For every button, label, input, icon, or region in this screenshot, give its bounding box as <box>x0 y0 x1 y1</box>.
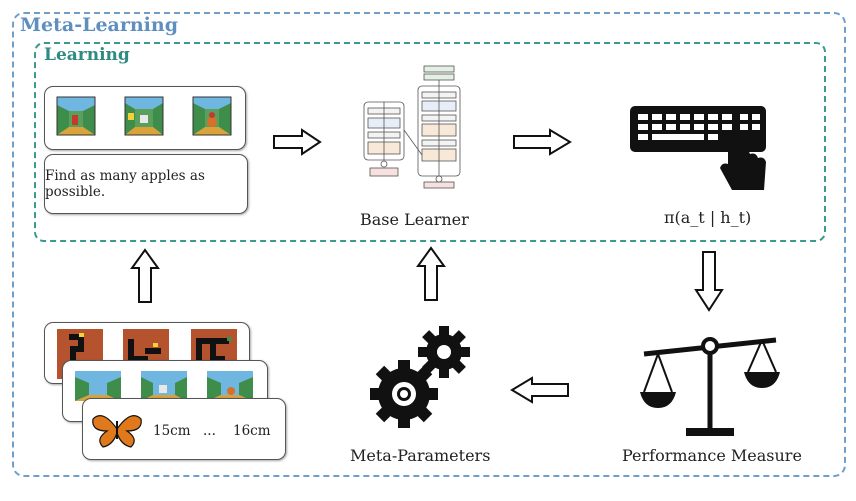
length-value-1: 15cm <box>153 423 191 439</box>
learning-title: Learning <box>44 45 130 65</box>
ellipsis: ... <box>203 423 216 439</box>
arrow-right-icon <box>273 128 322 156</box>
measure-task-card: 15cm ... 16cm <box>82 398 286 460</box>
meta-learning-title: Meta-Learning <box>20 14 178 36</box>
learning-frame <box>34 42 826 242</box>
scene-thumbnail-1 <box>56 96 96 136</box>
base-learner-caption: Base Learner <box>360 210 469 229</box>
policy-caption: π(a_t | h_t) <box>664 208 752 227</box>
arrow-up-icon <box>416 246 446 301</box>
instruction-card: Find as many apples as possible. <box>44 154 248 214</box>
arrow-up-icon <box>130 248 160 303</box>
scene-thumbnail-2 <box>124 96 164 136</box>
arrow-left-icon <box>510 376 569 404</box>
keyboard-icon <box>630 106 766 190</box>
balance-scale-icon <box>640 337 780 436</box>
gears-icon <box>370 326 470 428</box>
length-value-2: 16cm <box>233 423 271 439</box>
arrow-down-icon <box>694 251 724 312</box>
pointing-hand-icon <box>720 133 766 190</box>
scene-thumbnail-3 <box>192 96 232 136</box>
transformer-diagram <box>363 65 461 189</box>
butterfly-icon <box>92 415 142 448</box>
scene-thumbnails <box>56 96 232 136</box>
meta-learning-frame <box>12 12 846 477</box>
performance-caption: Performance Measure <box>622 446 802 465</box>
observation-card <box>44 86 246 150</box>
arrow-right-icon <box>513 128 572 156</box>
instruction-text: Find as many apples as possible. <box>45 168 205 200</box>
meta-parameters-caption: Meta-Parameters <box>350 446 491 465</box>
